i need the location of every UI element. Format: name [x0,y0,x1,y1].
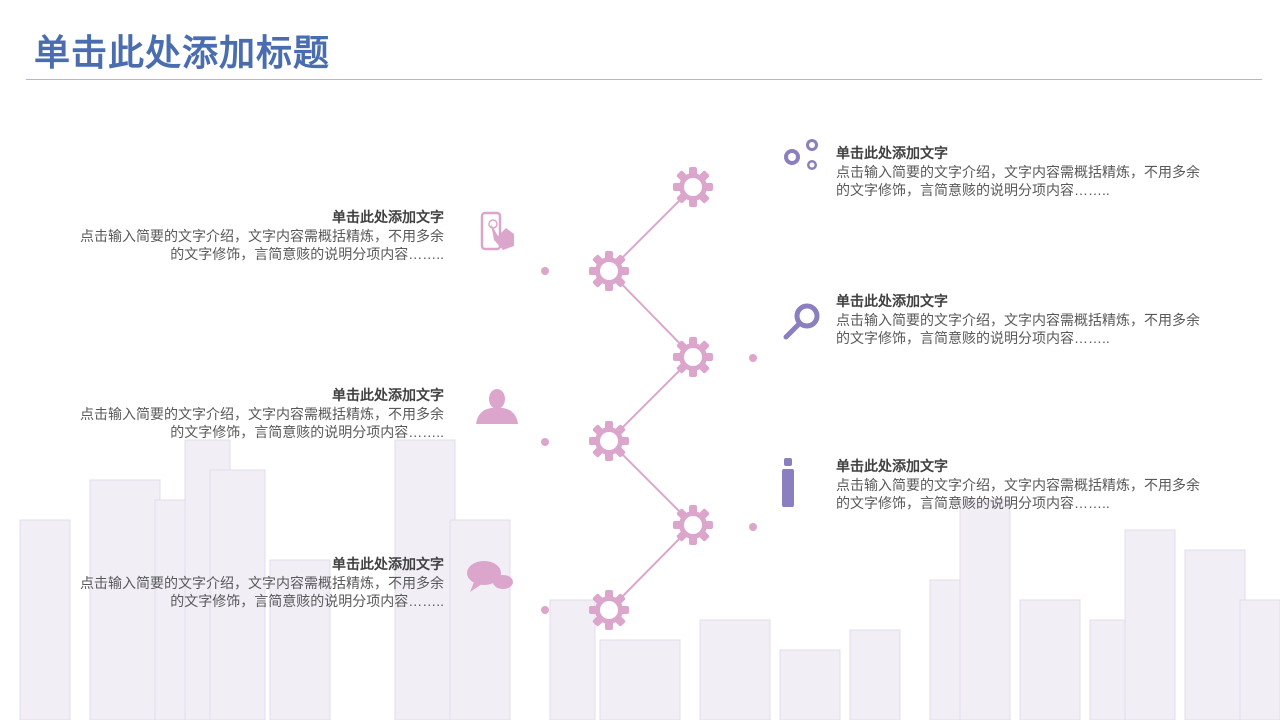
gear-node-5 [673,505,713,545]
page-title[interactable]: 单击此处添加标题 [34,32,331,73]
standing-person-icon [782,458,794,507]
block-heading[interactable]: 单击此处添加文字 [836,145,948,161]
magnifier-icon [783,303,820,340]
text-block-4: 单击此处添加文字点击输入简要的文字介绍，文字内容需概括精炼，不用多余的文字修饰，… [836,144,1206,199]
block-heading[interactable]: 单击此处添加文字 [332,556,444,572]
title-divider [26,79,1262,80]
block-body[interactable]: 点击输入简要的文字介绍，文字内容需概括精炼，不用多余的文字修饰，言简意赅的说明分… [80,575,444,609]
chat-bubbles-icon [467,561,513,592]
dot [749,354,757,362]
gear-node-6 [589,590,629,630]
user-icon [476,389,518,424]
block-heading[interactable]: 单击此处添加文字 [332,387,444,403]
dot [541,438,549,446]
block-body[interactable]: 点击输入简要的文字介绍，文字内容需概括精炼，不用多余的文字修饰，言简意赅的说明分… [80,406,444,440]
text-block-1: 单击此处添加文字点击输入简要的文字介绍，文字内容需概括精炼，不用多余的文字修饰，… [74,208,444,263]
text-block-2: 单击此处添加文字点击输入简要的文字介绍，文字内容需概括精炼，不用多余的文字修饰，… [74,386,444,441]
text-block-5: 单击此处添加文字点击输入简要的文字介绍，文字内容需概括精炼，不用多余的文字修饰，… [836,292,1206,347]
block-heading[interactable]: 单击此处添加文字 [836,458,948,474]
gear-node-3 [673,337,713,377]
block-heading[interactable]: 单击此处添加文字 [836,293,948,309]
text-block-6: 单击此处添加文字点击输入简要的文字介绍，文字内容需概括精炼，不用多余的文字修饰，… [836,457,1206,512]
gears-icon [784,139,818,170]
block-body[interactable]: 点击输入简要的文字介绍，文字内容需概括精炼，不用多余的文字修饰，言简意赅的说明分… [80,228,444,262]
block-heading[interactable]: 单击此处添加文字 [332,209,444,225]
dot [749,523,757,531]
connector-line [607,186,695,611]
text-block-3: 单击此处添加文字点击输入简要的文字介绍，文字内容需概括精炼，不用多余的文字修饰，… [74,555,444,610]
dot [541,267,549,275]
phone-touch-icon [480,211,514,251]
dot [541,606,549,614]
gear-node-4 [589,421,629,461]
block-body[interactable]: 点击输入简要的文字介绍，文字内容需概括精炼，不用多余的文字修饰，言简意赅的说明分… [836,477,1200,511]
gear-node-2 [589,251,629,291]
block-body[interactable]: 点击输入简要的文字介绍，文字内容需概括精炼，不用多余的文字修饰，言简意赅的说明分… [836,312,1200,346]
gear-node-1 [673,167,713,207]
block-body[interactable]: 点击输入简要的文字介绍，文字内容需概括精炼，不用多余的文字修饰，言简意赅的说明分… [836,164,1200,198]
